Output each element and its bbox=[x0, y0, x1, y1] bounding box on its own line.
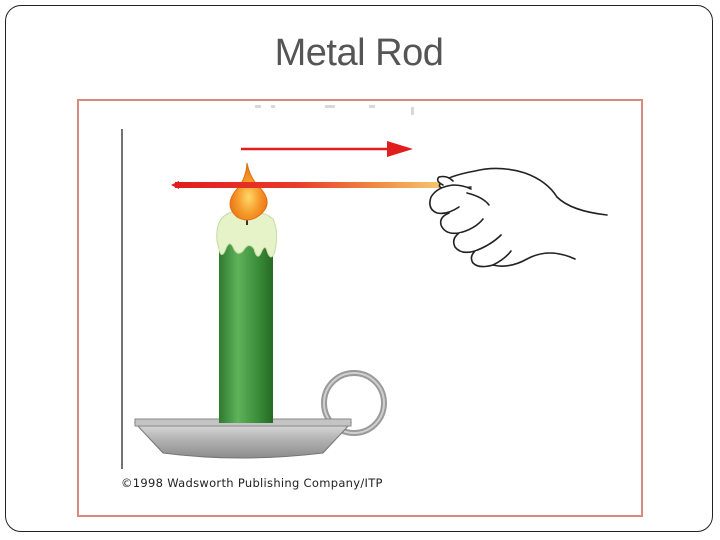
metal-rod bbox=[171, 181, 443, 189]
copyright-notice: ©1998 Wadsworth Publishing Company/ITP bbox=[121, 476, 383, 490]
candle-rod-illustration bbox=[79, 101, 641, 515]
hand bbox=[430, 168, 607, 266]
candle bbox=[217, 209, 277, 423]
slide-title: Metal Rod bbox=[6, 32, 712, 75]
scan-artifacts bbox=[255, 105, 414, 115]
flame bbox=[230, 163, 267, 220]
heat-direction-arrow bbox=[241, 141, 413, 157]
figure-frame: ©1998 Wadsworth Publishing Company/ITP bbox=[77, 99, 643, 517]
slide: Metal Rod bbox=[5, 5, 713, 532]
